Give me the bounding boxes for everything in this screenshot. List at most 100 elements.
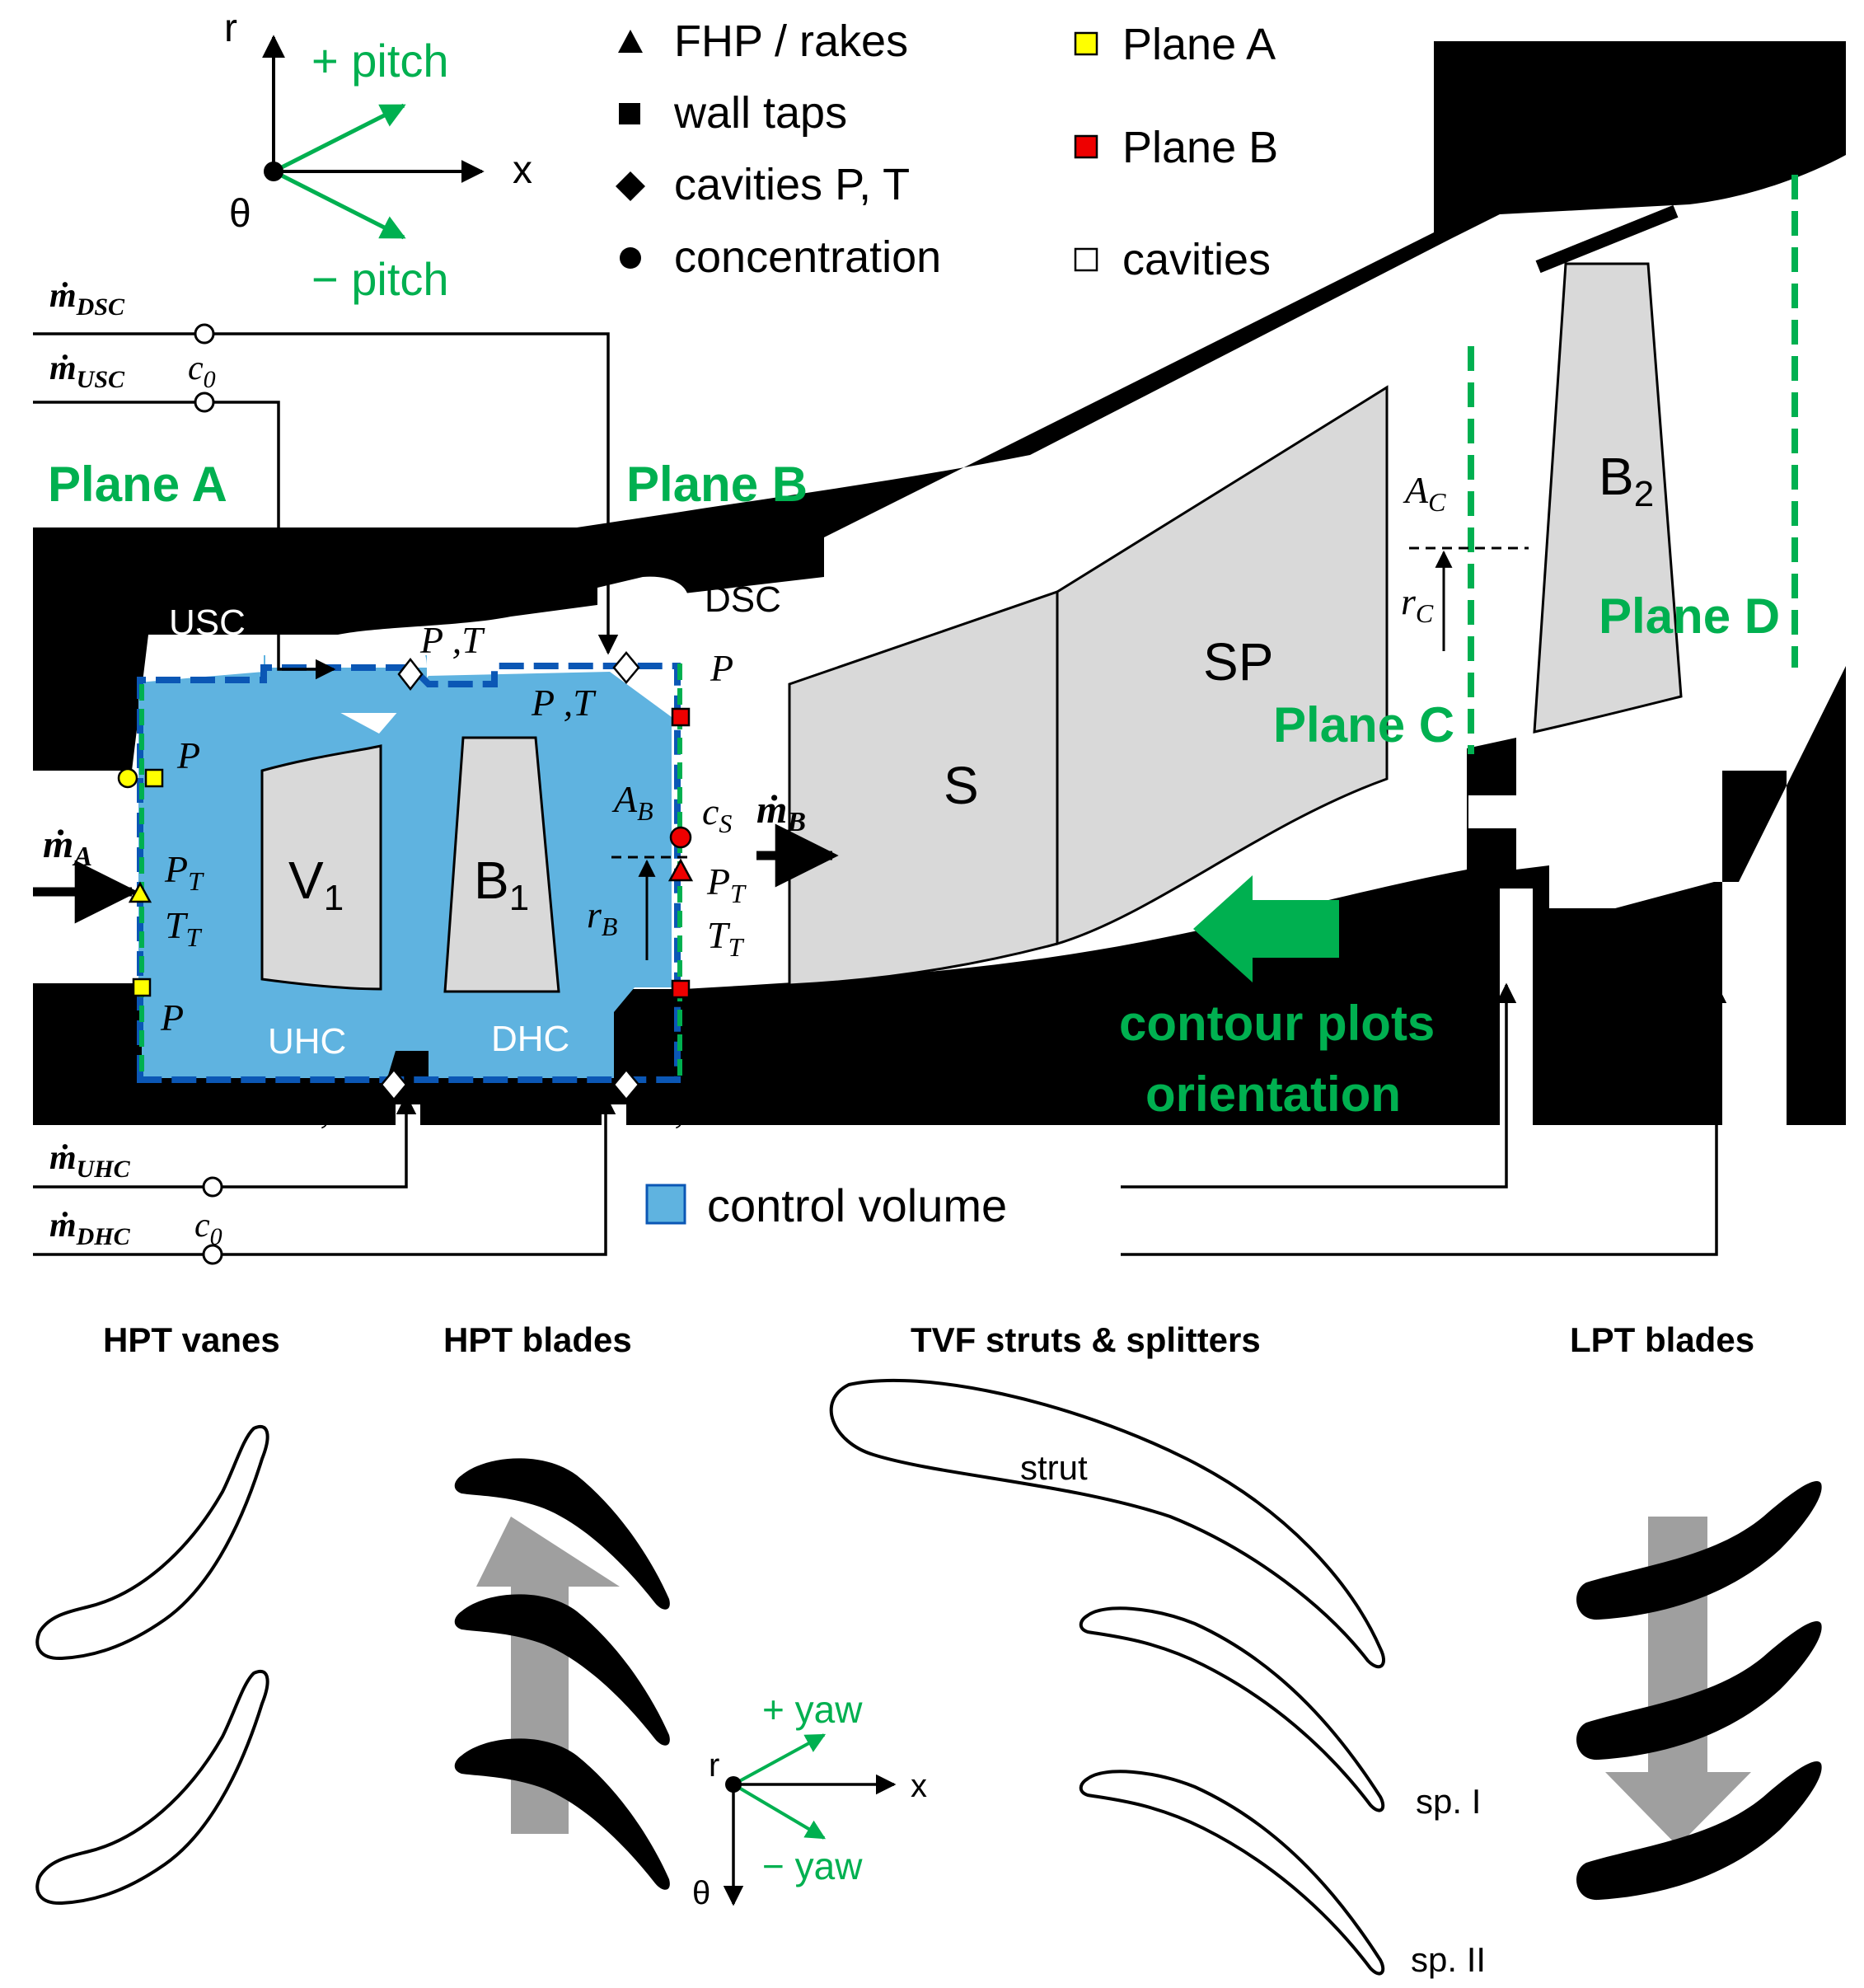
meas-pt-dhc-cavity: P ,T [642,1089,708,1131]
cavity-label-uhc: UHC [268,1021,346,1062]
cavity-dsc-shape [597,576,689,620]
meridional-section [33,41,1846,1265]
minus-yaw-label: − yaw [762,1845,863,1887]
control-volume-region [138,672,672,1078]
meas-pt-usc-cavity: P ,T [419,619,485,661]
legend-label-fhp: FHP / rakes [674,16,908,66]
feed-lines [33,332,1727,1256]
blade-row-b1 [443,736,560,993]
meas-ab: AB [611,778,653,826]
fhp-rake-plane-a [128,881,152,903]
casing-outer-wall [33,41,1846,537]
legend-control-volume-swatch [645,1184,686,1225]
meas-tt-plane-a: TT [165,904,203,952]
cavity-probe-dsc [612,651,640,684]
row-label-sp: SP [1203,632,1273,692]
wall-tap-plane-a-tip [144,768,164,788]
legend-label-plane-b: Plane B [1122,123,1278,172]
label-c0-bottom: c0 [194,1207,222,1250]
axis-theta-label: θ [229,192,251,236]
meas-pt-uhc-cavity: P ,T [288,1089,354,1131]
splitter-row-sp [1056,385,1389,946]
blade-row-b2 [1533,262,1683,734]
axis-r-label: r [224,7,237,50]
label-sp1: sp. I [1416,1782,1481,1821]
hpt-vane-1 [35,1424,269,1661]
cavity-probe-dhc [612,1068,640,1101]
row-label-v1: V1 [288,851,344,918]
lpt-blade-profiles [1576,1480,1822,1901]
feed-line-usc [33,401,336,680]
hub-slot-2 [1706,696,1732,736]
tip-shroud-b2 [1535,204,1679,274]
mass-flow-labels: ṁDSC ṁUSC c0 ṁUHC ṁDHC c0 ṁA ṁB [43,277,806,1250]
concentration-probe-ms [117,767,138,789]
meas-rb: rB [587,893,617,941]
hpt-blade-2 [454,1594,670,1746]
feed-line-dhc [33,1094,616,1256]
hpt-vane-2 [35,1669,269,1906]
legend-triangle-symbol [618,30,643,53]
legend-label-wall-taps: wall taps [673,88,847,138]
wall-tap-plane-a-hub [132,978,152,997]
label-m-usc: ṁUSC [49,349,125,393]
contour-note: contour plots orientation [1119,996,1435,1122]
wall-tap-plane-b-hub [671,979,691,999]
axis-r-label-bottom: r [709,1747,719,1784]
hpt-blade-profiles [454,1458,670,1890]
cavity-label-dsc: DSC [705,579,781,620]
hpt-blade-1 [454,1458,670,1610]
contour-note-line1: contour plots [1119,996,1435,1051]
label-m-a: ṁA [43,823,92,872]
plane-c-label: Plane C [1273,697,1454,753]
label-m-b: ṁB [756,788,806,837]
label-c0-top: c0 [188,349,216,393]
axis-x-label: x [513,148,532,192]
feed-line-hub-2 [1121,982,1727,1256]
meas-p-plane-a-tip: P [176,734,200,776]
seed-point-dhc [202,1244,223,1265]
coord-frame-pitch: r x θ + pitch − pitch [224,7,532,305]
tvf-splitter-2 [1079,1770,1385,1976]
axis-theta-label-bottom: θ [692,1875,710,1911]
row-label-b2: B2 [1599,447,1654,514]
meas-p-plane-a-hub: P [160,996,184,1039]
lpt-blade-1 [1576,1480,1822,1620]
title-tvf: TVF struts & splitters [911,1320,1261,1359]
hpt-vane-profiles [35,1424,269,1906]
legend-cavities-swatch [1074,247,1098,272]
legend-diamond-symbol [616,171,645,201]
tvf-splitter-1 [1079,1606,1385,1812]
cavity-label-dhc: DHC [491,1019,569,1059]
tvf-strut [829,1378,1385,1669]
legend-plane-b-swatch [1074,134,1098,159]
feed-line-dsc [33,332,619,655]
hub-slot-1 [1468,795,1516,828]
control-volume-boundary [137,663,681,1083]
plus-pitch-label: + pitch [311,35,449,87]
title-hpt-vanes: HPT vanes [103,1320,280,1359]
meas-p-plane-b-hub: P [710,996,733,1039]
title-lpt-blades: LPT blades [1570,1320,1754,1359]
plus-yaw-label: + yaw [762,1688,863,1731]
label-m-dhc: ṁDHC [49,1207,131,1250]
meas-cs: cS [702,790,732,838]
cavity-probe-uhc [380,1068,408,1101]
wall-tap-plane-b-tip [671,707,691,727]
meas-cms: cms [64,718,110,766]
hpt-blade-3 [454,1738,670,1890]
lpt-blade-2 [1576,1620,1822,1761]
meas-pt-b1-tip: P ,T [531,682,597,724]
row-label-s: S [944,756,979,815]
seeding-points [194,323,223,1265]
plane-a-label: Plane A [48,457,227,512]
meas-p-plane-b-tip: P [710,647,733,689]
strut-row-s [788,589,1059,987]
contour-note-line2: orientation [1145,1067,1401,1122]
feed-line-hub-1 [1121,982,1517,1189]
vane-row-v1 [260,744,382,991]
fhp-rake-plane-b [667,858,694,882]
meas-ac: AC [1403,469,1446,517]
plane-d-label: Plane D [1599,588,1780,644]
